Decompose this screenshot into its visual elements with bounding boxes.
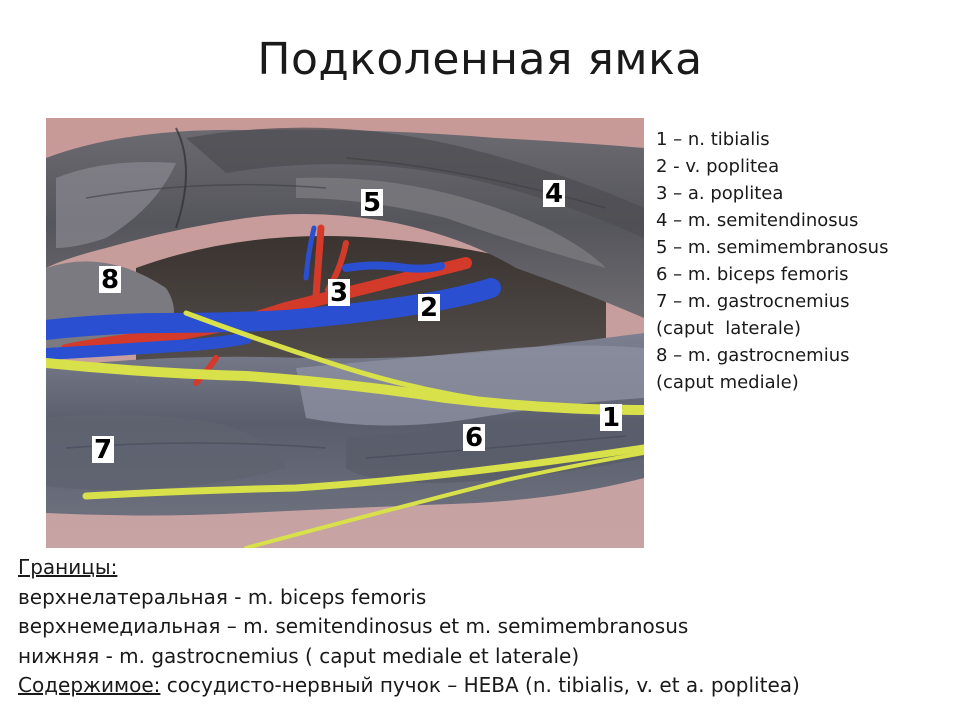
borders-section: Границы: верхнелатеральная - m. biceps f… [18, 553, 948, 701]
legend: 1 – n. tibialis 2 - v. poplitea 3 – a. p… [656, 126, 952, 396]
label-6: 6 [463, 423, 486, 453]
legend-item: 7 – m. gastrocnemius [656, 291, 850, 312]
borders-heading: Границы: [18, 555, 118, 579]
legend-item: 6 – m. biceps femoris [656, 264, 849, 285]
label-1: 1 [600, 403, 623, 433]
legend-item: 4 – m. semitendinosus [656, 210, 859, 231]
label-2: 2 [418, 293, 441, 323]
content-line: Содержимое: сосудисто-нервный пучок – НЕ… [18, 671, 948, 701]
border-upper-medial: верхнемедиальная – m. semitendinosus et … [18, 614, 689, 638]
legend-item: 8 – m. gastrocnemius [656, 345, 850, 366]
label-3: 3 [328, 278, 351, 308]
slide-title: Подколенная ямка [257, 34, 703, 85]
border-lower: нижняя - m. gastrocnemius ( caput medial… [18, 643, 580, 668]
legend-item: 3 – a. poplitea [656, 183, 784, 204]
anatomy-photo: 1 2 3 4 5 6 7 8 [46, 118, 644, 548]
legend-item: 5 – m. semimembranosus [656, 237, 889, 258]
label-7: 7 [92, 435, 115, 465]
content-heading: Содержимое: [18, 673, 161, 697]
legend-item: 2 - v. poplitea [656, 156, 780, 177]
label-5: 5 [361, 188, 384, 218]
legend-item: 1 – n. tibialis [656, 129, 770, 150]
legend-item: (caput laterale) [656, 318, 801, 339]
label-8: 8 [99, 265, 122, 295]
border-upper-lateral: верхнелатеральная - m. biceps femoris [18, 584, 427, 609]
label-4: 4 [543, 179, 566, 209]
legend-item: (caput mediale) [656, 372, 799, 393]
content-text: сосудисто-нервный пучок – НЕВА (n. tibia… [160, 673, 800, 697]
